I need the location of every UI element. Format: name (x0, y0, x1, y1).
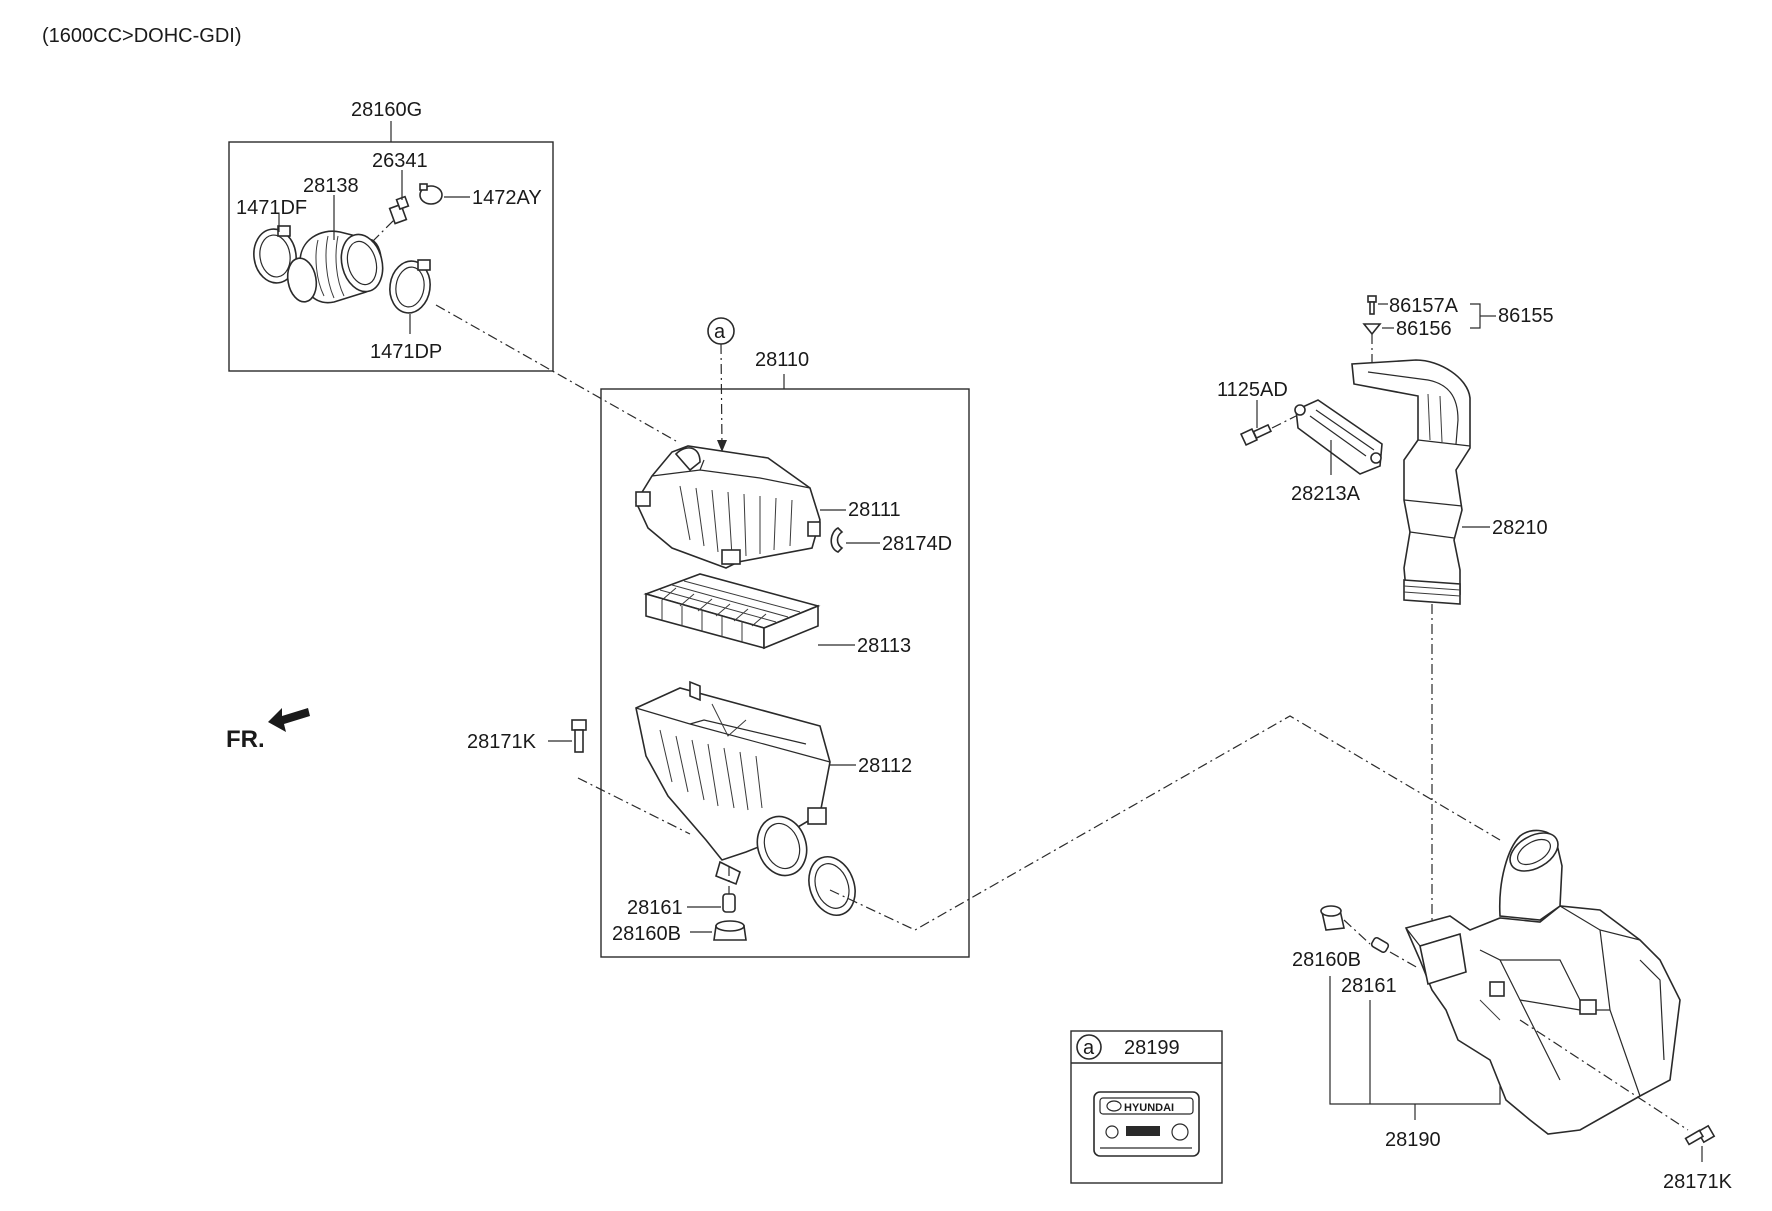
part-label-28161-right[interactable]: 28161 (1341, 975, 1397, 997)
seal-ring-drawing (808, 856, 856, 916)
part-label-28113[interactable]: 28113 (857, 635, 911, 657)
emission-label-decal: HYUNDAI (1093, 1091, 1200, 1157)
bolt-86157A-drawing (1367, 295, 1377, 315)
cleaner-cover-28111-drawing (635, 445, 821, 569)
front-arrow-icon (268, 708, 310, 732)
air-cleaner-group: 28110 a 28111 (600, 317, 970, 958)
part-label-86155[interactable]: 86155 (1498, 305, 1554, 327)
pin-28161-left-drawing (722, 893, 736, 913)
label-legend-group: a 28199 HYUNDAI (1070, 1030, 1223, 1184)
part-label-86156[interactable]: 86156 (1396, 318, 1452, 340)
pin-28161-right-drawing (1370, 936, 1390, 954)
lower-case-28112-drawing (635, 680, 831, 886)
bracket-28213A-drawing (1294, 399, 1383, 475)
clamp-1471DF-drawing (253, 225, 297, 284)
part-label-28161-left[interactable]: 28161 (627, 897, 683, 919)
filter-element-28113-drawing (643, 573, 821, 650)
part-label-28160B-right[interactable]: 28160B (1292, 949, 1361, 971)
part-label-28110[interactable]: 28110 (755, 349, 809, 371)
legend-callout-a-circle (1076, 1034, 1102, 1060)
front-label: FR. (226, 726, 265, 753)
part-label-28112[interactable]: 28112 (858, 755, 912, 777)
front-direction-indicator: FR. (226, 708, 310, 753)
part-label-28174D[interactable]: 28174D (882, 533, 952, 555)
hyundai-logo-icon (1106, 1100, 1122, 1112)
clip-28174D-drawing (830, 527, 844, 553)
part-label-28171K-left[interactable]: 28171K (467, 731, 537, 753)
decal-brand-text: HYUNDAI (1124, 1102, 1174, 1114)
clamp-1471DP-drawing (389, 259, 431, 314)
bolt-28171K-left-drawing (571, 719, 587, 753)
part-label-28160B-left[interactable]: 28160B (612, 923, 681, 945)
legend-callout-a-text: a (1083, 1037, 1095, 1059)
part-label-28138[interactable]: 28138 (303, 175, 359, 197)
callout-a-text: a (714, 321, 726, 343)
part-label-1471DF[interactable]: 1471DF (236, 197, 307, 219)
sensor-26341-drawing (388, 195, 410, 225)
part-label-86157A[interactable]: 86157A (1389, 295, 1459, 317)
part-label-26341[interactable]: 26341 (372, 150, 428, 172)
part-label-28190[interactable]: 28190 (1385, 1129, 1441, 1151)
resonator-28190-drawing (1404, 829, 1681, 1135)
resonator-group: 28160B 28161 28190 28171K (1292, 829, 1733, 1193)
duct-28210-drawing (1351, 359, 1471, 605)
intake-duct-group: 86157A 86156 86155 1125AD 28213A (1217, 295, 1554, 934)
part-label-28160G[interactable]: 28160G (351, 99, 422, 121)
hose-28138-drawing (286, 230, 384, 304)
grommet-28160B-right-drawing (1320, 905, 1345, 931)
engine-note: (1600CC>DOHC-GDI) (42, 25, 241, 47)
part-label-28210[interactable]: 28210 (1492, 517, 1548, 539)
bolt-28171K-right-drawing (1684, 1124, 1716, 1146)
grommet-28160B-left-drawing (713, 920, 747, 941)
part-label-28171K-right[interactable]: 28171K (1663, 1171, 1733, 1193)
clamp-1472AY-drawing (419, 183, 443, 205)
clip-86156-drawing (1362, 323, 1382, 336)
part-label-28199[interactable]: 28199 (1124, 1037, 1180, 1059)
part-label-28111[interactable]: 28111 (848, 499, 901, 521)
part-label-1472AY[interactable]: 1472AY (472, 187, 542, 209)
hose-assembly-group: 28160G 1471DF 28138 26341 (228, 99, 554, 372)
part-label-1125AD[interactable]: 1125AD (1217, 379, 1288, 401)
bolt-1125AD-drawing (1239, 423, 1273, 447)
legend-box (1070, 1030, 1223, 1184)
part-label-1471DP[interactable]: 1471DP (370, 341, 442, 363)
air-cleaner-box (600, 388, 970, 958)
part-label-28213A[interactable]: 28213A (1291, 483, 1361, 505)
